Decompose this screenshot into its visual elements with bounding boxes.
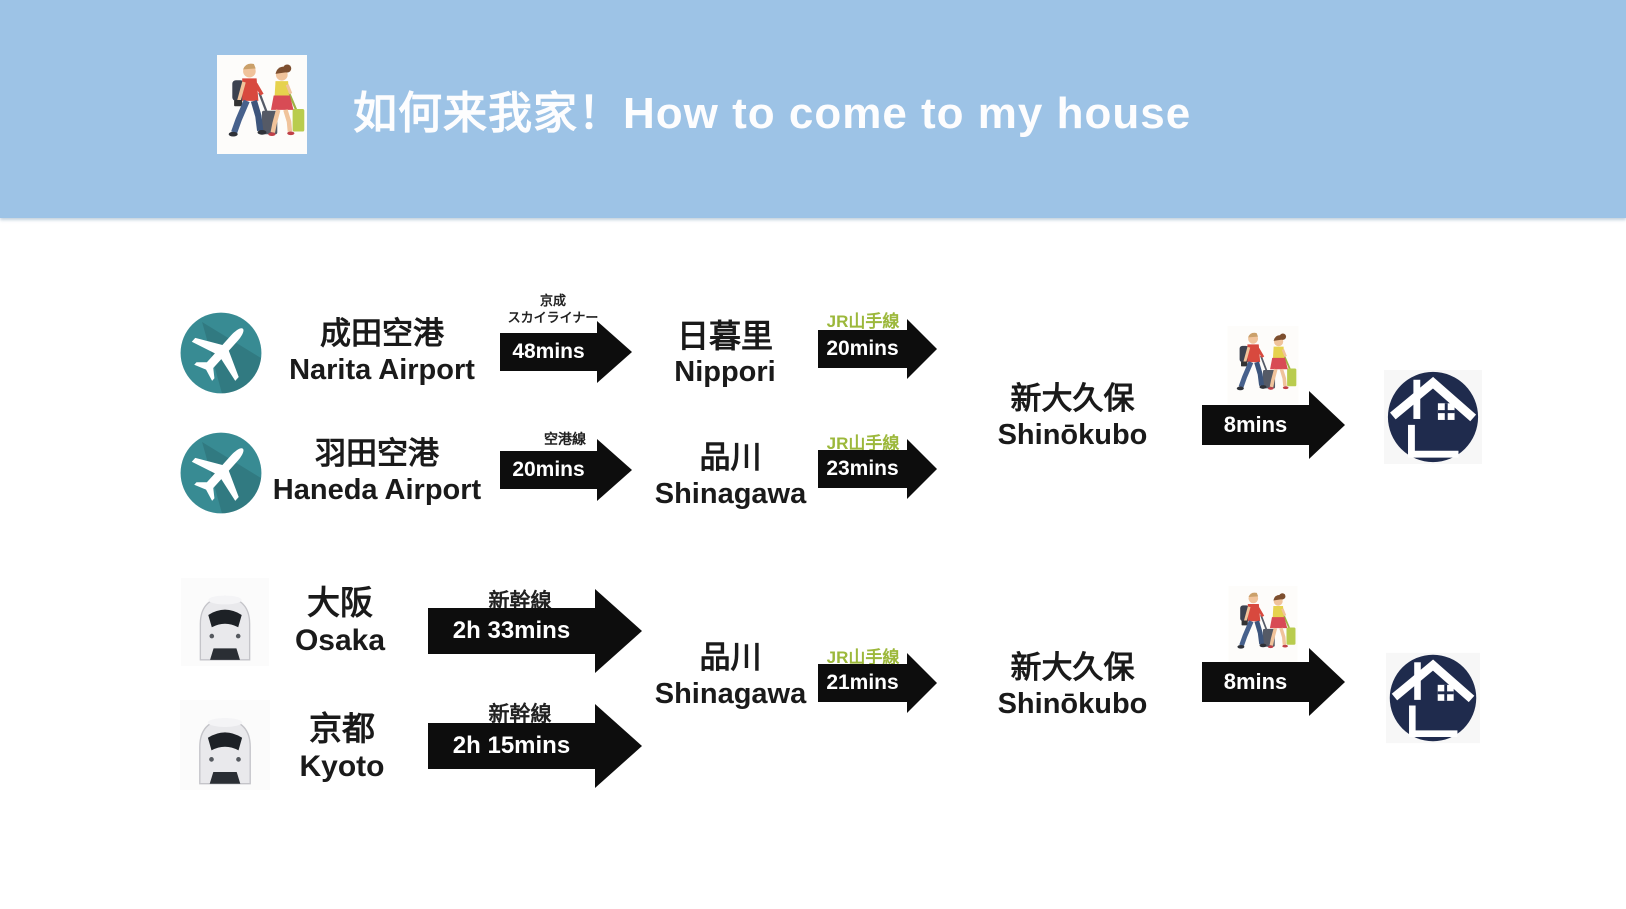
- station-shinokubo-top-ja: 新大久保: [1010, 381, 1135, 416]
- station-kyoto: 京都 Kyoto: [287, 710, 397, 786]
- station-osaka: 大阪 Osaka: [285, 584, 395, 660]
- arrow-walk-to-house-bottom: 8mins: [1202, 662, 1309, 702]
- duration-haneda-shinagawa: 20mins: [512, 458, 585, 481]
- station-shinagawa-bottom-ja: 品川: [699, 640, 762, 675]
- walking-travelers-icon: [1222, 586, 1304, 662]
- duration-walk-bottom: 8mins: [1223, 669, 1288, 694]
- station-nippori-ja: 日暮里: [676, 318, 773, 354]
- station-shinokubo-top-en: Shinōkubo: [997, 419, 1148, 451]
- arrow-walk-to-house-top: 8mins: [1202, 405, 1309, 445]
- station-shinokubo-bottom-en: Shinōkubo: [997, 688, 1148, 720]
- station-osaka-ja: 大阪: [307, 584, 373, 621]
- line-label-keisei-skyliner: 京成 スカイライナー: [478, 292, 628, 326]
- station-shinagawa-top: 品川 Shinagawa: [648, 440, 813, 512]
- station-kyoto-en: Kyoto: [299, 750, 385, 783]
- line-label-shinkansen: 新幹線: [488, 703, 552, 726]
- station-narita: 成田空港 Narita Airport: [262, 316, 502, 388]
- station-shinokubo-top: 新大久保 Shinōkubo: [975, 381, 1170, 453]
- house-icon: [1384, 651, 1482, 745]
- arrow-shinagawa-to-shinokubo-top: 23mins: [818, 450, 907, 488]
- house-icon: [1384, 367, 1482, 467]
- station-narita-ja: 成田空港: [320, 316, 444, 351]
- jr-yamanote-line-label: JR山手線: [826, 648, 900, 667]
- shinkansen-train-icon: [180, 578, 270, 666]
- jr-yamanote-line-label: JR山手線: [826, 434, 900, 453]
- header-banner: 如何来我家！How to come to my house: [0, 0, 1626, 218]
- arrow-nippori-to-shinokubo: 20mins: [818, 330, 907, 368]
- arrow-shinagawa-to-shinokubo-bottom: 21mins: [818, 664, 907, 702]
- arrow-narita-to-nippori: 48mins: [500, 333, 597, 371]
- jr-yamanote-line-label: JR山手線: [826, 312, 900, 331]
- station-haneda-ja: 羽田空港: [315, 436, 439, 471]
- station-haneda-en: Haneda Airport: [272, 474, 482, 506]
- station-nippori-en: Nippori: [674, 356, 776, 388]
- station-shinagawa-top-en: Shinagawa: [654, 478, 807, 510]
- station-nippori: 日暮里 Nippori: [650, 318, 800, 390]
- arrow-osaka-to-shinagawa: 2h 33mins: [428, 608, 595, 654]
- arrow-kyoto-to-shinagawa: 2h 15mins: [428, 723, 595, 769]
- station-shinagawa-top-ja: 品川: [699, 440, 762, 475]
- shinkansen-train-icon: [180, 700, 270, 790]
- line-label-airport-line: 空港線: [544, 431, 586, 447]
- duration-osaka-shinagawa: 2h 33mins: [452, 617, 571, 644]
- line-label-keisei: 京成: [539, 293, 566, 308]
- arrow-haneda-to-shinagawa: 20mins: [500, 451, 597, 489]
- station-shinokubo-bottom-ja: 新大久保: [1010, 650, 1135, 685]
- duration-shinagawa-shinokubo-top: 23mins: [826, 457, 899, 480]
- walking-travelers-icon: [217, 55, 307, 154]
- walking-travelers-icon: [1222, 326, 1304, 404]
- duration-shinagawa-shinokubo-bottom: 21mins: [826, 671, 899, 694]
- airplane-icon: [178, 310, 264, 396]
- station-shinagawa-bottom-en: Shinagawa: [654, 678, 807, 710]
- station-shinokubo-bottom: 新大久保 Shinōkubo: [975, 650, 1170, 722]
- station-shinagawa-bottom: 品川 Shinagawa: [648, 640, 813, 712]
- duration-nippori-shinokubo: 20mins: [826, 337, 899, 360]
- duration-narita-nippori: 48mins: [512, 340, 585, 363]
- duration-kyoto-shinagawa: 2h 15mins: [452, 732, 571, 759]
- station-kyoto-ja: 京都: [309, 710, 375, 747]
- page-title: 如何来我家！How to come to my house: [353, 89, 1192, 138]
- duration-walk-top: 8mins: [1223, 412, 1288, 437]
- station-narita-en: Narita Airport: [289, 354, 475, 386]
- station-osaka-en: Osaka: [294, 624, 386, 657]
- line-label-skyliner: スカイライナー: [507, 310, 599, 325]
- station-haneda: 羽田空港 Haneda Airport: [252, 436, 502, 508]
